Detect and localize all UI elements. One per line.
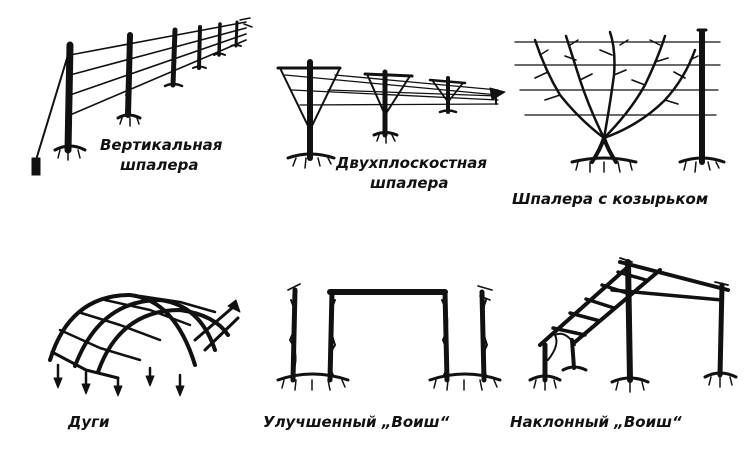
two-plane-trellis-drawing xyxy=(276,59,506,169)
improved-voish-drawing xyxy=(276,283,502,391)
captions: Вертикальная шпалера Двухплоскостная шпа… xyxy=(67,136,708,431)
inclined-voish-drawing xyxy=(528,257,738,393)
caption-visor: Шпалера с козырьком xyxy=(512,190,708,208)
caption-vertical-line2: шпалера xyxy=(120,156,198,174)
caption-vertical-line1: Вертикальная xyxy=(100,136,223,154)
caption-two-plane-line1: Двухплоскостная xyxy=(335,154,487,172)
visor-trellis-drawing xyxy=(514,28,726,173)
caption-improved-voish: Улучшенный „Воиш“ xyxy=(263,413,450,431)
arcs-trellis-drawing xyxy=(48,293,241,397)
caption-inclined-voish: Наклонный „Воиш“ xyxy=(510,413,682,431)
caption-arcs: Дуги xyxy=(67,413,110,431)
vertical-trellis-drawing xyxy=(31,17,253,176)
caption-two-plane-line2: шпалера xyxy=(370,174,448,192)
